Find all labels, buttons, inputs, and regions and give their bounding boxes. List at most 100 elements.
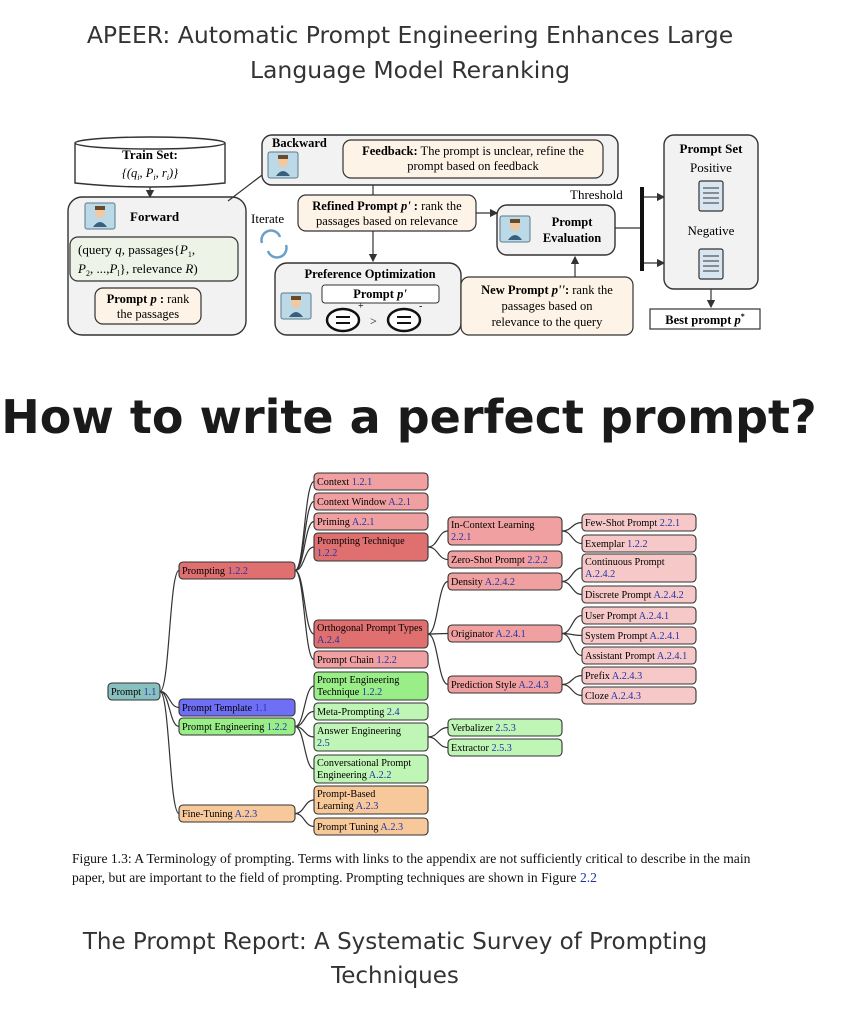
tree-node-ref: 1.2.2 xyxy=(267,722,287,733)
tree-node-label-line2: A.2.4 xyxy=(317,635,340,646)
tree-node-ref: 2.2.1 xyxy=(660,518,680,529)
backward-label: Backward xyxy=(272,136,327,150)
plus-sign: + xyxy=(358,301,364,312)
tree-node-label: Prediction Style A.2.4.3 xyxy=(451,680,549,691)
tree-node-label: System Prompt A.2.4.1 xyxy=(585,631,680,642)
tree-node-ref: A.2.3 xyxy=(380,822,403,833)
tree-node-label-line2: Technique 1.2.2 xyxy=(317,687,382,698)
tree-node-box xyxy=(581,534,697,553)
tree-node-chain: Prompt Chain 1.2.2 xyxy=(313,650,429,669)
tree-edge xyxy=(294,546,315,572)
tree-node-box xyxy=(581,585,697,604)
tree-node-template: Prompt Template 1.1 xyxy=(178,698,296,717)
tree-node-ref: 2.5.3 xyxy=(491,743,511,754)
tree-node-label-line1: Prompting Technique xyxy=(317,536,405,547)
threshold-label: Threshold xyxy=(570,187,623,202)
tree-edge xyxy=(294,520,315,572)
tree-node-box xyxy=(313,702,429,721)
prompt-set-title: Prompt Set xyxy=(680,141,744,156)
new-prompt-box: New Prompt p'': rank the passages based … xyxy=(460,276,634,336)
tree-node-discrete: Discrete Prompt A.2.4.2 xyxy=(581,585,697,604)
tree-node-box xyxy=(313,492,429,511)
tree-node-label: Prompting 1.2.2 xyxy=(182,566,248,577)
tree-edge xyxy=(294,569,315,661)
tree-node-ref: A.2.4.2 xyxy=(585,569,615,580)
forward-agent-icon xyxy=(84,202,116,230)
tree-node-box xyxy=(581,686,697,705)
tree-node-ref: 1.2.1 xyxy=(352,477,372,488)
figure-link[interactable]: 2.2 xyxy=(579,870,597,885)
tree-edge xyxy=(294,725,315,770)
negative-doc-icon xyxy=(698,248,724,280)
tree-node-box xyxy=(107,682,161,701)
tree-node-tuning: Prompt Tuning A.2.3 xyxy=(313,817,429,836)
tree-node-label: Priming A.2.1 xyxy=(317,517,374,528)
tree-node-ref: 1.2.2 xyxy=(317,548,337,559)
best-prompt-label: Best prompt p* xyxy=(665,312,744,327)
greater-than: > xyxy=(370,314,377,328)
tree-node-label-line1: In-Context Learning xyxy=(451,520,534,531)
preference-optimization-box: Preference Optimization Prompt p' + > - xyxy=(274,262,462,336)
backward-agent-icon xyxy=(267,151,299,179)
tree-node-box xyxy=(178,717,296,736)
tree-edge xyxy=(561,521,583,532)
tree-node-ref: A.2.4.3 xyxy=(611,691,641,702)
tree-node-box xyxy=(178,698,296,717)
tree-node-ref: A.2.4.1 xyxy=(639,611,669,622)
tree-node-label-line1: Continuous Prompt xyxy=(585,557,665,568)
query-line2: P2, ...,Pl}, relevance R) xyxy=(77,261,198,278)
tree-node-prompting: Prompting 1.2.2 xyxy=(178,561,296,580)
tree-node-verbalizer: Verbalizer 2.5.3 xyxy=(447,718,563,737)
tree-node-ref: 1.2.2 xyxy=(627,539,647,550)
tree-node-ref: A.2.4.2 xyxy=(653,590,683,601)
refined-prompt-box: Refined Prompt p' : rank the passages ba… xyxy=(297,194,477,232)
tree-edge xyxy=(561,530,583,545)
negative-chat-icon xyxy=(386,307,422,333)
tree-node-label: User Prompt A.2.4.1 xyxy=(585,611,669,622)
tree-node-priming: Priming A.2.1 xyxy=(313,512,429,531)
iterate-label: Iterate xyxy=(251,211,284,226)
tree-node-ref: 1.1 xyxy=(255,703,268,714)
tree-node-box xyxy=(313,532,429,562)
tree-node-ref: 1.1 xyxy=(144,687,157,698)
tree-node-ref: A.2.3 xyxy=(356,801,379,812)
tree-node-label: Prompt Tuning A.2.3 xyxy=(317,822,403,833)
tree-edge xyxy=(294,480,315,572)
tree-node-context: Context 1.2.1 xyxy=(313,472,429,491)
new-prompt-line1: New Prompt p'': rank the xyxy=(481,283,613,297)
tree-node-box xyxy=(447,572,563,591)
tree-edge xyxy=(294,685,315,728)
query-line1: (query q, passages{P1, xyxy=(78,242,195,259)
tree-node-label-line2: Learning A.2.3 xyxy=(317,801,378,812)
prompt-p-line2: the passages xyxy=(117,307,179,321)
tree-node-box xyxy=(581,666,697,685)
figure-caption: Figure 1.3: A Terminology of prompting. … xyxy=(72,849,772,887)
tree-node-prompt: Prompt 1.1 xyxy=(107,682,161,701)
tree-edge xyxy=(294,569,315,635)
feedback-line1: Feedback: The prompt is unclear, refine … xyxy=(362,144,584,158)
tree-node-box xyxy=(447,516,563,546)
new-prompt-line2: passages based on xyxy=(502,299,594,313)
tree-node-box xyxy=(581,513,697,532)
tree-node-label: Fine-Tuning A.2.3 xyxy=(182,809,257,820)
bottom-caption: The Prompt Report: A Systematic Survey o… xyxy=(82,929,708,989)
tree-node-label: Meta-Prompting 2.4 xyxy=(317,707,400,718)
tree-node-label: Exemplar 1.2.2 xyxy=(585,539,648,550)
tree-node-prediction: Prediction Style A.2.4.3 xyxy=(447,675,563,694)
threshold-bar xyxy=(640,187,644,271)
tree-node-ref: 1.2.2 xyxy=(362,687,382,698)
tree-node-label: Cloze A.2.4.3 xyxy=(585,691,641,702)
tree-edge xyxy=(561,632,583,657)
pref-prompt-label: Prompt p' xyxy=(353,287,407,301)
tree-node-ref: A.2.4.3 xyxy=(518,680,548,691)
tree-node-label: Context Window A.2.1 xyxy=(317,497,411,508)
tree-node-ref: A.2.1 xyxy=(352,517,375,528)
pref-agent-icon xyxy=(280,292,312,320)
tree-node-ref: A.2.4.2 xyxy=(485,577,515,588)
tree-node-box xyxy=(313,619,429,649)
best-prompt-box: Best prompt p* xyxy=(649,308,761,330)
tree-edge xyxy=(561,683,583,697)
tree-node-ref: 2.4 xyxy=(387,707,400,718)
